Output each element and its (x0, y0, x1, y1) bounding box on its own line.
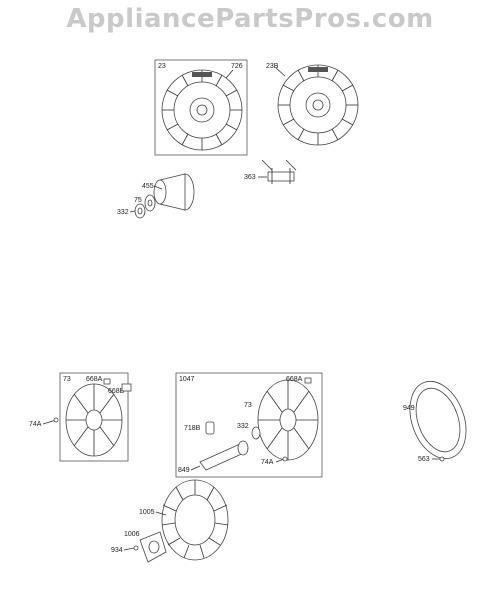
label-332-kit: 332 (237, 423, 249, 430)
label-668a: 668A (86, 376, 103, 383)
label-363: 363 (244, 174, 256, 181)
part-75-washer[interactable] (144, 194, 156, 212)
label-563: 563 (418, 456, 430, 463)
part-949-screen-disc[interactable] (400, 374, 476, 467)
label-74a-kit: 74A (261, 459, 274, 466)
label-23b: 23B (266, 63, 279, 70)
screen-73-box (59, 372, 129, 462)
label-949: 949 (403, 405, 415, 412)
label-934: 934 (111, 547, 123, 554)
kit-1047-box (175, 372, 323, 478)
label-1006: 1006 (124, 531, 140, 538)
label-668a-kit: 668A (286, 376, 303, 383)
label-849: 849 (178, 467, 190, 474)
part-563-screw[interactable] (432, 456, 445, 462)
label-332: 332 (117, 209, 129, 216)
part-668a-kit-nut[interactable] (304, 377, 312, 384)
part-455-cup[interactable] (153, 173, 195, 211)
watermark-logo: AppliancePartsPros.com (66, 4, 434, 34)
part-332-nut[interactable] (134, 203, 146, 219)
part-332-kit-nut[interactable] (251, 426, 261, 440)
label-455: 455 (142, 183, 154, 190)
label-73: 73 (63, 376, 71, 383)
label-668b: 668B (108, 388, 125, 395)
part-668a-nut[interactable] (103, 378, 111, 385)
label-23: 23 (158, 63, 166, 70)
part-74a-screw[interactable] (42, 417, 59, 425)
label-1047: 1047 (179, 376, 195, 383)
flywheel-23b[interactable] (277, 64, 359, 146)
part-363-bracket[interactable] (261, 159, 297, 184)
part-668b-insert[interactable] (121, 383, 132, 392)
label-726: 726 (231, 63, 243, 70)
label-75: 75 (134, 197, 142, 204)
part-1006-plate[interactable] (139, 531, 167, 563)
flywheel-23-box (154, 59, 248, 156)
label-718b: 718B (184, 425, 201, 432)
part-934-screw[interactable] (123, 545, 139, 551)
flywheel-23[interactable] (161, 69, 243, 151)
rotating-screen-73[interactable] (65, 383, 123, 457)
part-849-shaft[interactable] (199, 440, 249, 471)
part-718b-pin[interactable] (205, 421, 215, 435)
rotating-screen-73-kit[interactable] (257, 379, 319, 461)
label-74a: 74A (29, 421, 42, 428)
label-73-kit: 73 (244, 402, 252, 409)
part-74a-kit-screw[interactable] (275, 456, 288, 463)
label-1005: 1005 (139, 509, 155, 516)
part-1005-flywheel[interactable] (161, 479, 229, 561)
